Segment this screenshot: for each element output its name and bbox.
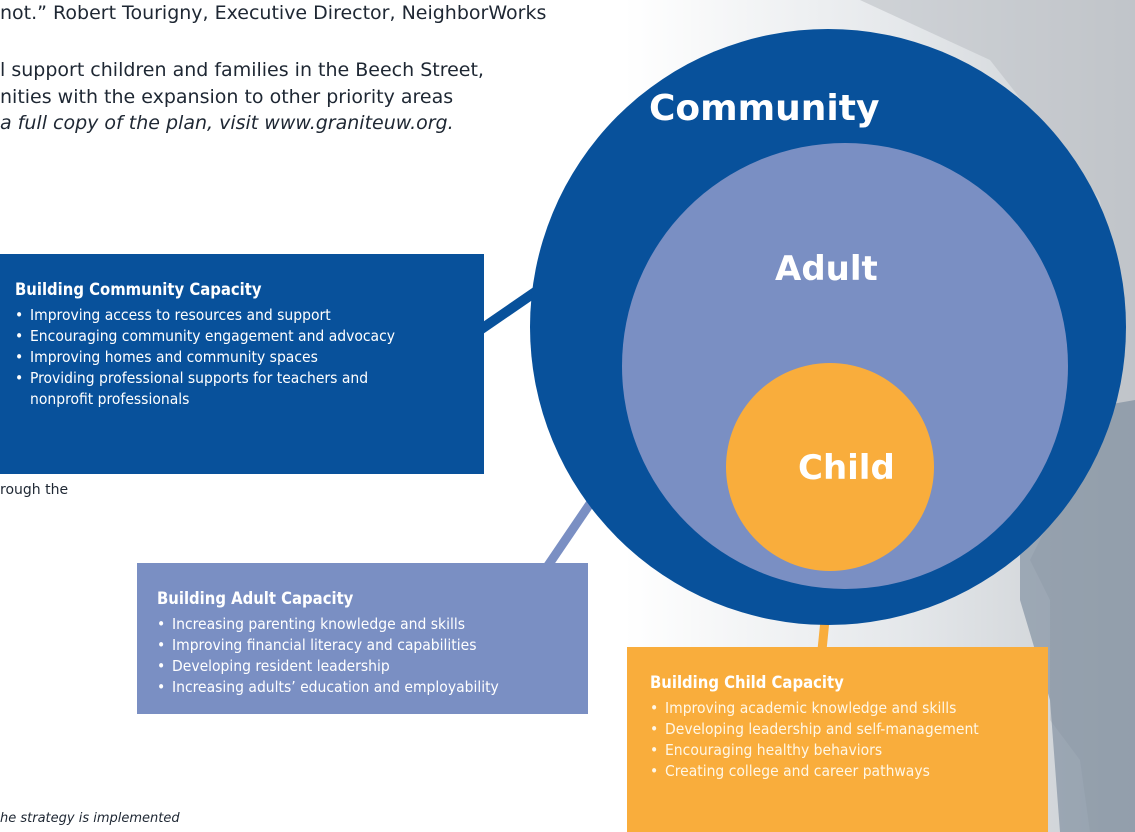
child-circle-label: Child [798,448,895,488]
list-item: Encouraging community engagement and adv… [15,326,484,347]
child-capacity-box: Building Child Capacity Improving academ… [627,647,1048,832]
adult-capacity-box: Building Adult Capacity Increasing paren… [137,563,588,714]
list-item: Increasing parenting knowledge and skill… [157,614,588,635]
community-capacity-box: Building Community Capacity Improving ac… [0,254,484,474]
intro-text-line: nities with the expansion to other prior… [0,86,454,108]
community-capacity-title: Building Community Capacity [15,280,262,299]
intro-plan-link-text: a full copy of the plan, visit www.grani… [0,112,454,134]
intro-text-line: l support children and families in the B… [0,59,484,81]
adult-capacity-title: Building Adult Capacity [157,589,354,608]
list-item: Creating college and career pathways [650,761,1048,782]
child-capacity-title: Building Child Capacity [650,673,844,692]
list-item: Developing leadership and self-managemen… [650,719,1048,740]
child-capacity-list: Improving academic knowledge and skills … [650,698,1048,782]
body-text-fragment: rough the [0,482,69,498]
community-capacity-list: Improving access to resources and suppor… [15,305,484,410]
list-item: Improving access to resources and suppor… [15,305,484,326]
community-circle-label: Community [649,88,880,129]
adult-capacity-list: Increasing parenting knowledge and skill… [157,614,588,698]
child-circle [726,363,934,571]
intro-quote-attribution: not.” Robert Tourigny, Executive Directo… [0,2,547,24]
list-item: Developing resident leadership [157,656,588,677]
adult-circle-label: Adult [775,249,878,289]
list-item: Improving homes and community spaces [15,347,484,368]
list-item: Increasing adults’ education and employa… [157,677,588,698]
list-item: Encouraging healthy behaviors [650,740,1048,761]
list-item: Improving financial literacy and capabil… [157,635,588,656]
list-item: Providing professional supports for teac… [15,368,430,410]
list-item: Improving academic knowledge and skills [650,698,1048,719]
caption-fragment: he strategy is implemented [0,811,180,826]
